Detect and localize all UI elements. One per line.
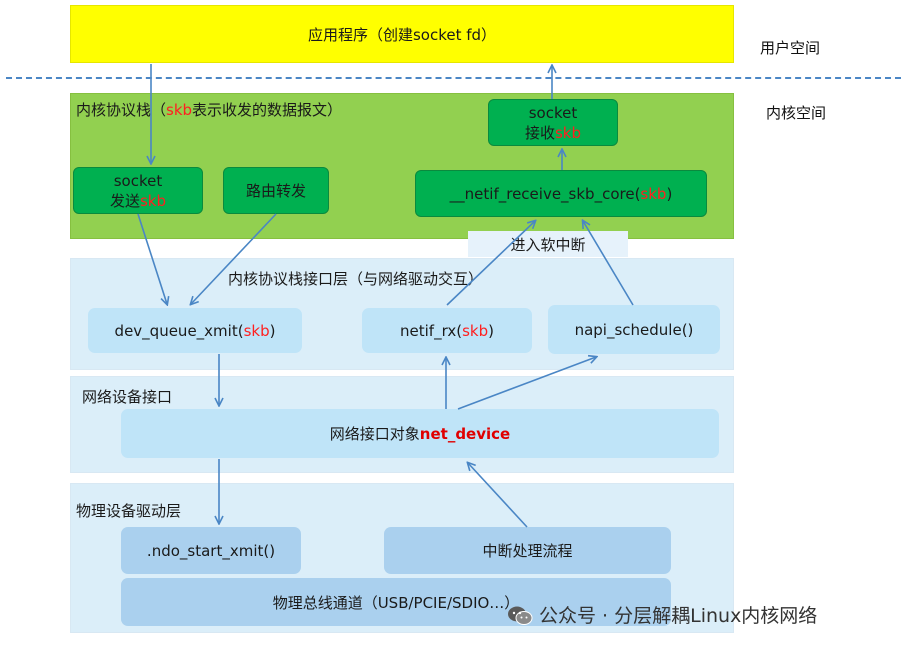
- ndo-start-xmit-box: .ndo_start_xmit(): [121, 527, 301, 574]
- netif-receive-skb: skb: [640, 184, 667, 203]
- application-box: 应用程序（创建socket fd）: [70, 5, 734, 63]
- physical-bus-box: 物理总线通道（USB/PCIE/SDIO…）: [121, 578, 671, 626]
- netif-receive-box: __netif_receive_skb_core(skb): [415, 170, 707, 217]
- arrow-socket-send-to-dev-queue: [137, 213, 167, 304]
- net-device-box: 网络接口对象 net_device: [121, 409, 719, 458]
- netif-receive-label: __netif_receive_skb_core(skb): [450, 184, 673, 204]
- netif-receive-suffix: ): [666, 184, 673, 203]
- dev-queue-xmit-suffix: ): [269, 321, 276, 340]
- socket-send-label: 发送: [109, 191, 140, 210]
- arrow-napi-to-core: [583, 221, 634, 306]
- protocol-stack-title: 内核协议栈（skb表示收发的数据报文）: [76, 99, 342, 120]
- softirq-label: 进入软中断: [468, 231, 628, 257]
- dev-queue-xmit-prefix: dev_queue_xmit(: [114, 321, 244, 340]
- napi-schedule-label: napi_schedule(): [574, 320, 694, 339]
- user-kernel-divider: [6, 77, 901, 79]
- arrow-netif-rx-to-core: [446, 221, 535, 306]
- netif-receive-prefix: __netif_receive_skb_core(: [449, 184, 641, 203]
- ndo-start-xmit-label: .ndo_start_xmit(): [146, 541, 276, 560]
- socket-recv-skb: skb: [554, 123, 582, 142]
- arrow-net-device-to-napi: [457, 357, 596, 410]
- netif-rx-suffix: ): [488, 321, 494, 340]
- user-space-label: 用户空间: [760, 39, 821, 57]
- socket-send-box: socket 发送skb: [73, 167, 203, 214]
- socket-send-line2: 发送skb: [110, 191, 166, 211]
- netif-rx-box: netif_rx(skb): [362, 308, 532, 353]
- watermark: 公众号 · 分层解耦Linux内核网络: [507, 601, 817, 628]
- net-device-highlight: net_device: [419, 424, 511, 443]
- application-label: 应用程序（创建socket fd）: [307, 25, 497, 44]
- socket-recv-label: 接收: [524, 123, 555, 142]
- irq-flow-box: 中断处理流程: [384, 527, 671, 574]
- arrow-irq-to-net-device: [468, 463, 528, 528]
- netif-rx-prefix: netif_rx(: [400, 321, 463, 340]
- dev-queue-xmit-box: dev_queue_xmit(skb): [88, 308, 302, 353]
- arrow-routing-to-dev-queue: [191, 213, 277, 304]
- protocol-stack-title-skb: skb: [166, 101, 193, 119]
- socket-recv-line1: socket: [528, 103, 578, 122]
- dev-queue-xmit-skb: skb: [243, 321, 270, 340]
- wechat-icon: [507, 605, 533, 625]
- routing-box: 路由转发: [223, 167, 329, 214]
- socket-recv-line2: 接收skb: [525, 123, 581, 143]
- irq-flow-label: 中断处理流程: [482, 542, 573, 560]
- driver-layer-title: 物理设备驱动层: [76, 502, 182, 520]
- routing-label: 路由转发: [245, 181, 306, 200]
- socket-send-line1: socket: [113, 171, 163, 190]
- physical-bus-label: 物理总线通道（USB/PCIE/SDIO…）: [272, 593, 520, 612]
- napi-schedule-box: napi_schedule(): [548, 305, 720, 354]
- protocol-stack-title-suffix: 表示收发的数据报文）: [192, 101, 343, 119]
- kernel-space-label: 内核空间: [766, 104, 827, 122]
- interface-layer-title: 内核协议栈接口层（与网络驱动交互）: [228, 270, 484, 288]
- protocol-stack-title-prefix: 内核协议栈（: [76, 101, 167, 119]
- device-layer-title: 网络设备接口: [82, 388, 173, 406]
- watermark-text: 公众号 · 分层解耦Linux内核网络: [539, 605, 818, 627]
- softirq-text: 进入软中断: [510, 235, 586, 254]
- netif-rx-skb: skb: [462, 321, 489, 340]
- net-device-prefix: 网络接口对象: [329, 425, 420, 443]
- socket-recv-box: socket 接收skb: [488, 99, 618, 146]
- socket-send-skb: skb: [139, 191, 167, 210]
